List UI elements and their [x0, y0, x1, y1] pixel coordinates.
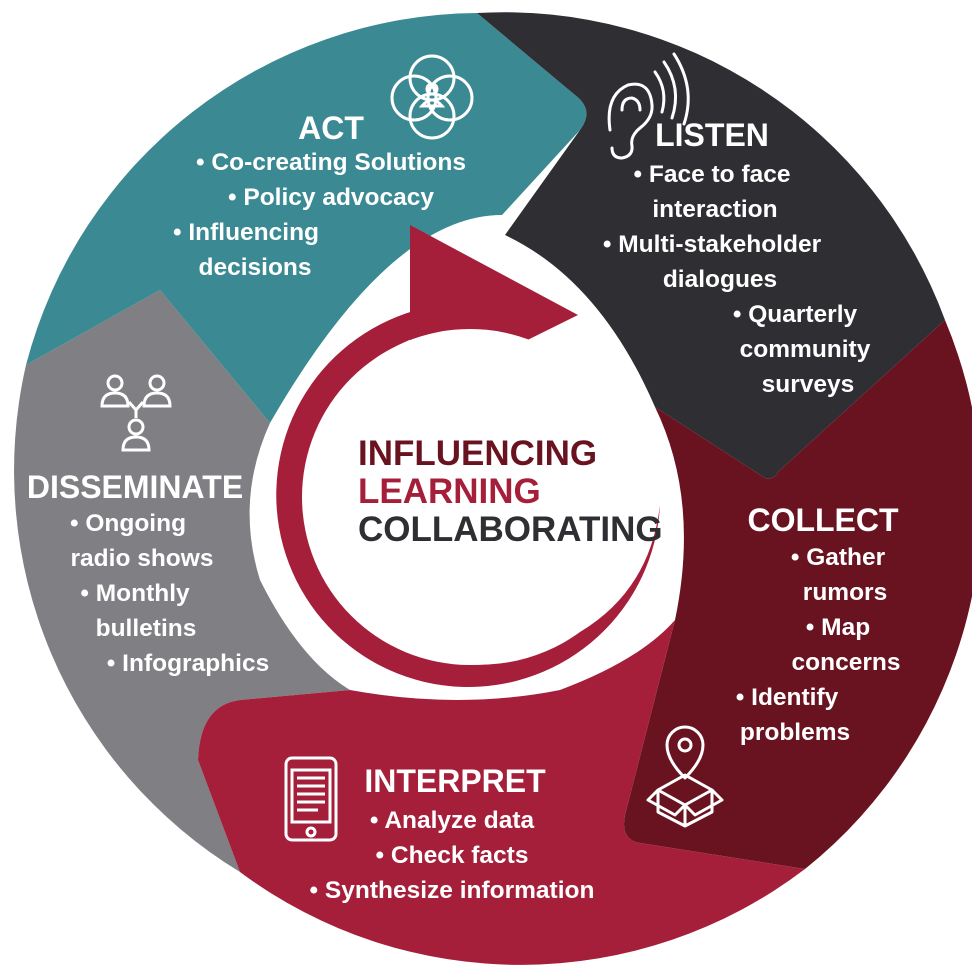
disseminate-item-5: • Infographics: [107, 650, 269, 677]
collect-item-5: • Identify: [736, 684, 839, 711]
listen-item-2: interaction: [652, 196, 777, 223]
people-network-icon: [100, 374, 172, 452]
disseminate-title: DISSEMINATE: [27, 469, 243, 505]
segment-interpret: [198, 620, 805, 965]
listen-item-6: community: [740, 336, 871, 363]
collect-item-4: concerns: [792, 649, 901, 676]
segment-listen: [477, 12, 945, 479]
listen-item-3: • Multi-stakeholder: [603, 231, 822, 258]
collect-title: COLLECT: [747, 502, 899, 538]
act-title: ACT: [298, 110, 364, 146]
disseminate-item-1: • Ongoing: [70, 510, 186, 537]
segment-collect: [624, 320, 972, 869]
center-line-learning: LEARNING: [358, 472, 541, 511]
collect-item-2: rumors: [803, 579, 887, 606]
ear-listening-icon: [607, 52, 690, 160]
listen-item-1: • Face to face: [633, 161, 790, 188]
collect-item-3: • Map: [806, 614, 870, 641]
segment-disseminate: [14, 290, 351, 872]
act-item-3: • Influencing: [173, 219, 319, 246]
listen-title: LISTEN: [655, 117, 769, 153]
center-line-collaborating: COLLABORATING: [358, 510, 663, 549]
interpret-item-2: • Check facts: [376, 842, 529, 869]
segment-act: [26, 13, 587, 423]
interpret-item-3: • Synthesize information: [310, 877, 595, 904]
interpret-title: INTERPRET: [364, 763, 546, 799]
collect-item-6: problems: [740, 719, 850, 746]
overlapping-circles-person-icon: [390, 54, 474, 140]
act-item-2: • Policy advocacy: [228, 184, 434, 211]
tablet-document-icon: [284, 756, 338, 842]
disseminate-item-4: bulletins: [96, 615, 197, 642]
listen-item-5: • Quarterly: [733, 301, 858, 328]
center-line-influencing: INFLUENCING: [358, 434, 597, 473]
act-item-4: decisions: [198, 254, 311, 281]
disseminate-item-2: radio shows: [71, 545, 214, 572]
act-item-1: • Co-creating Solutions: [196, 149, 466, 176]
collect-item-1: • Gather: [791, 544, 886, 571]
disseminate-item-3: • Monthly: [80, 580, 190, 607]
interpret-item-1: • Analyze data: [370, 807, 535, 834]
listen-item-7: surveys: [762, 371, 855, 398]
center-disk: [302, 329, 638, 665]
map-pin-box-icon: [646, 725, 724, 828]
listen-item-4: dialogues: [663, 266, 777, 293]
